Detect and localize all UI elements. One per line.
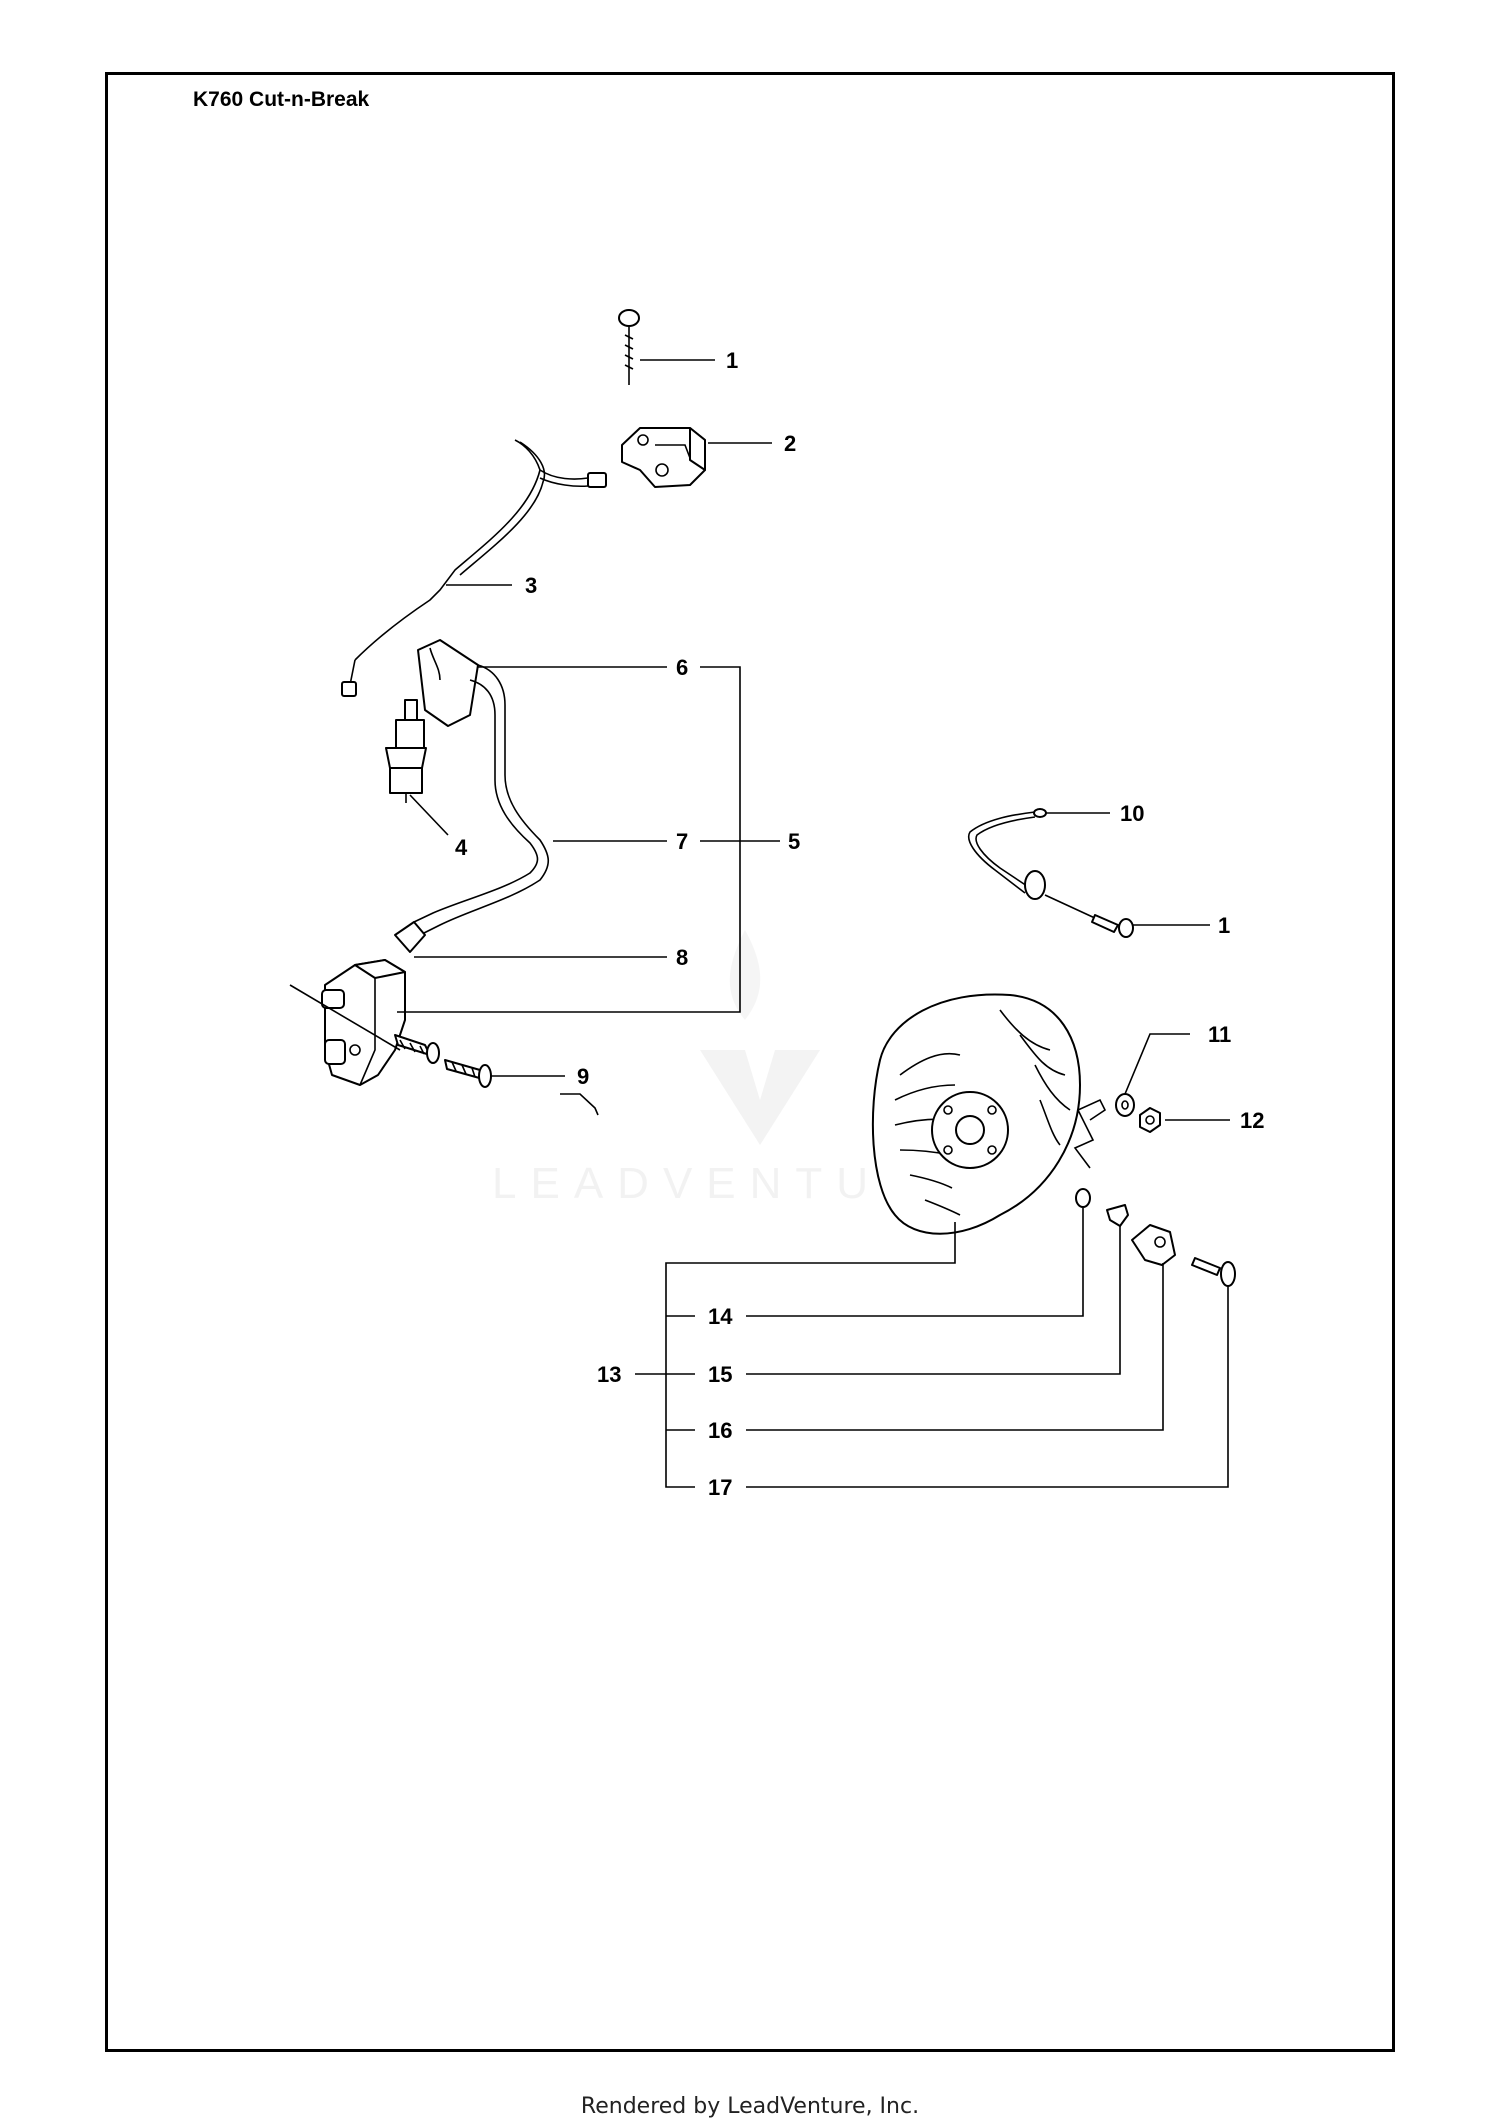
leader-lines: [397, 359, 1230, 1488]
callout-10: 10: [1120, 801, 1144, 826]
callout-8: 8: [676, 945, 688, 970]
wire-part-3: [341, 439, 607, 697]
key-part-15: [1106, 1204, 1129, 1227]
callout-12: 12: [1240, 1108, 1264, 1133]
callout-16: 16: [708, 1418, 732, 1443]
callout-6: 6: [676, 655, 688, 680]
watermark-text: LEADVENTU: [492, 1159, 882, 1208]
callout-9: 9: [577, 1064, 589, 1089]
callout-1-lower: 1: [1218, 913, 1230, 938]
stop-switch-part-2: [621, 427, 706, 488]
callout-17: 17: [708, 1475, 732, 1500]
callout-13: 13: [597, 1362, 621, 1387]
callout-3: 3: [525, 573, 537, 598]
flywheel: [871, 993, 1081, 1235]
callout-5: 5: [788, 829, 800, 854]
watermark-logo: LEADVENTU: [492, 930, 882, 1208]
ignition-module: [289, 959, 406, 1086]
callout-7: 7: [676, 829, 688, 854]
washer-part-11: [1115, 1093, 1135, 1117]
screw-part-17: [1191, 1257, 1236, 1287]
callout-11: 11: [1208, 1022, 1231, 1047]
shaft-line: [1073, 1098, 1107, 1169]
callout-4: 4: [455, 835, 468, 860]
nut-part-12: [1139, 1107, 1161, 1133]
screw-part-1: [618, 309, 640, 385]
ht-lead-part-5: [394, 639, 550, 953]
ground-wire-part-10: [968, 808, 1047, 900]
callout-1-top: 1: [726, 348, 738, 373]
callout-2: 2: [784, 431, 796, 456]
diagram-title: K760 Cut-n-Break: [193, 88, 370, 111]
pawl-part-16: [1131, 1224, 1176, 1266]
footer-credit: Rendered by LeadVenture, Inc.: [580, 2094, 920, 2119]
spark-plug-part-4: [385, 699, 427, 803]
callout-15: 15: [708, 1362, 732, 1387]
screw-part-1-lower: [1044, 894, 1134, 938]
washer-part-14: [1075, 1188, 1091, 1208]
callout-14: 14: [708, 1304, 733, 1329]
screws-part-9: [394, 1034, 492, 1088]
diagram-frame: [105, 72, 1395, 2052]
